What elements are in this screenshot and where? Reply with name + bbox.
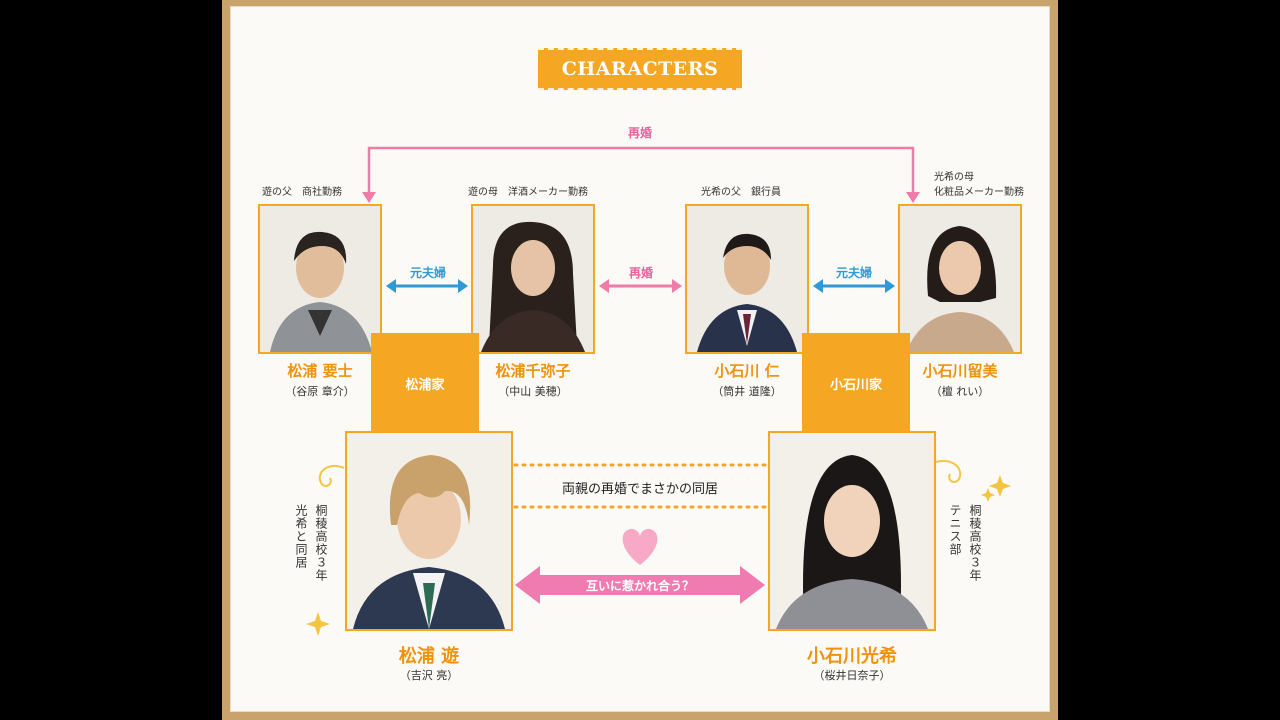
squiggle-right: [935, 460, 962, 483]
top-remarriage-label: 再婚: [627, 126, 652, 140]
portrait-photo: [260, 206, 380, 352]
parent-actor-3: （筒井 道隆）: [712, 385, 782, 398]
child-name-yuu: 松浦 遊: [398, 646, 460, 667]
role-caption-4b: 化粧品メーカー勤務: [934, 187, 1024, 198]
portrait-frame-mother-koishikawa: [898, 204, 1022, 354]
heart-icon: [622, 528, 658, 565]
portrait-frame-father-matsuura: [258, 204, 382, 354]
squiggle-left: [318, 464, 345, 487]
child-actor-yuu: （吉沢 亮）: [399, 669, 459, 682]
top-arrowhead-right: [906, 192, 920, 203]
attraction-label: 互いに惹かれ合う？: [585, 579, 694, 593]
family-block-koishikawa: 小石川家: [802, 333, 910, 433]
portrait-photo: [687, 206, 807, 352]
cohabit-caption: 両親の再婚でまさかの同居: [561, 482, 718, 497]
portrait-frame-miki: [768, 431, 936, 631]
left-blue-arrowhead-l: [386, 279, 396, 293]
role-caption-3: 光希の父 銀行員: [701, 187, 781, 198]
role-caption-2: 遊の母 洋酒メーカー勤務: [468, 187, 588, 198]
family-block-matsuura: 松浦家: [371, 333, 479, 433]
right-blue-arrowhead-r: [885, 279, 895, 293]
left-blue-arrowhead-r: [458, 279, 468, 293]
parent-name-1: 松浦 要士: [287, 362, 353, 380]
parent-name-4: 小石川留美: [922, 362, 998, 380]
parent-name-2: 松浦千弥子: [495, 362, 571, 380]
left-exspouse-label: 元夫婦: [409, 266, 446, 280]
child-actor-miki: （桜井日奈子）: [813, 669, 891, 682]
miki-desc-school: 桐稜高校３年: [968, 504, 982, 582]
portrait-photo: [770, 433, 934, 629]
sparkle-icon-right: [989, 475, 1011, 497]
role-caption-4a: 光希の母: [934, 172, 974, 183]
parent-actor-4: （檀 れい）: [930, 385, 990, 398]
characters-title: CHARACTERS: [538, 48, 742, 90]
role-caption-1: 遊の父 商社勤務: [262, 187, 342, 198]
top-remarriage-line: [367, 146, 915, 198]
portrait-frame-mother-matsuura: [471, 204, 595, 354]
portrait-photo: [347, 433, 511, 629]
right-blue-arrowhead-l: [813, 279, 823, 293]
attraction-arrow: [515, 566, 765, 604]
yuu-desc-cohabit: 光希と同居: [294, 504, 308, 569]
mid-pink-arrowhead-r: [672, 279, 682, 293]
portrait-photo: [473, 206, 593, 352]
parent-actor-1: （谷原 章介）: [285, 385, 355, 398]
portrait-photo: [900, 206, 1020, 352]
sparkle-icon-left: [306, 612, 330, 636]
child-name-miki: 小石川光希: [807, 646, 897, 667]
middle-remarriage-label: 再婚: [628, 266, 653, 280]
mid-pink-arrowhead-l: [599, 279, 609, 293]
top-arrowhead-left: [362, 192, 376, 203]
right-exspouse-label: 元夫婦: [835, 266, 872, 280]
portrait-frame-yuu: [345, 431, 513, 631]
miki-desc-club: テニス部: [948, 504, 962, 556]
yuu-desc-school: 桐稜高校３年: [314, 504, 328, 582]
portrait-frame-father-koishikawa: [685, 204, 809, 354]
parent-actor-2: （中山 美穂）: [498, 385, 568, 398]
parent-name-3: 小石川 仁: [714, 362, 780, 380]
